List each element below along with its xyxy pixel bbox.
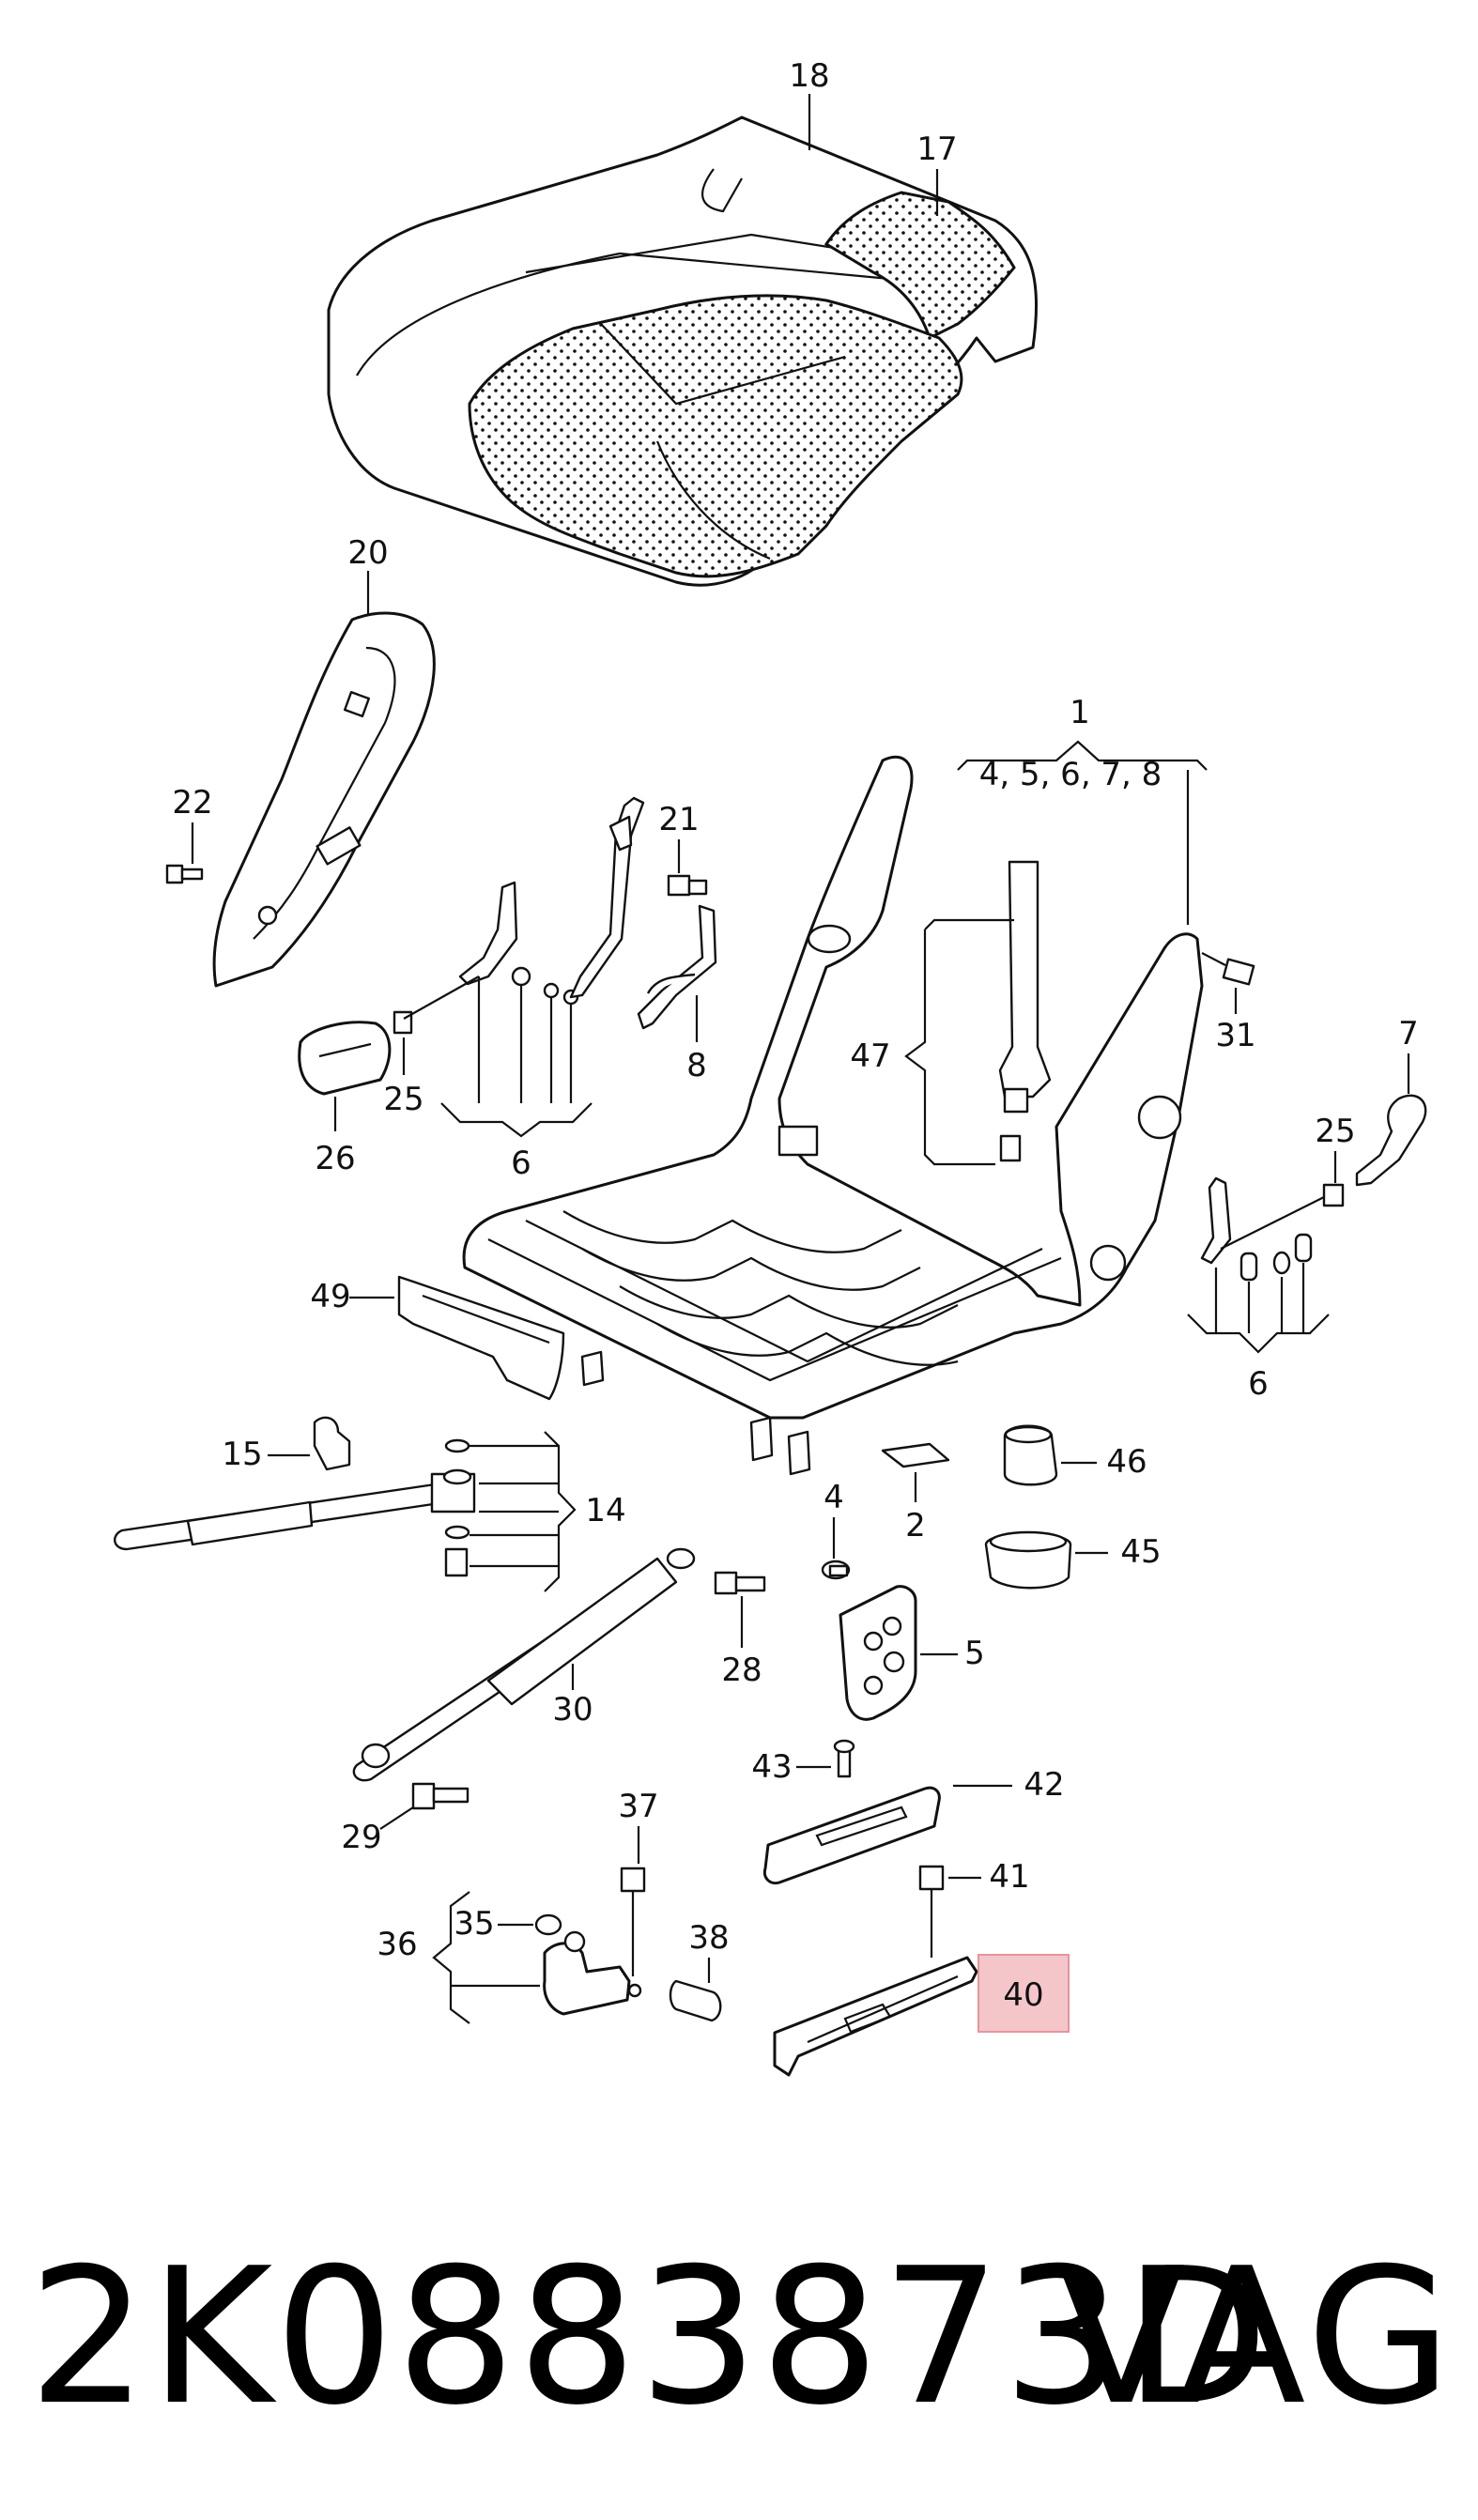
screw-part-43: [833, 1739, 855, 1778]
callout-25-left: 25: [383, 1081, 423, 1118]
callout-1-includes: 4, 5, 6, 7, 8: [979, 756, 1162, 793]
callout-43: 43: [751, 1748, 792, 1786]
callout-22: 22: [172, 784, 212, 822]
callout-36: 36: [377, 1926, 417, 1963]
seat-exploded-diagram: 18 17 20 22 26 25 6: [114, 57, 1427, 2077]
label-part-2: [881, 1442, 950, 1468]
callout-2: 2: [905, 1507, 926, 1544]
callout-5: 5: [964, 1635, 985, 1672]
handle-part-26: [298, 1021, 392, 1096]
callout-17: 17: [916, 131, 957, 168]
callout-35: 35: [454, 1905, 494, 1943]
lever-part-7: [1355, 1094, 1427, 1187]
cover-part-42: [762, 1786, 941, 1885]
callout-47: 47: [850, 1037, 890, 1075]
part-number: 2K0883873D: [28, 2228, 1271, 2447]
callout-29: 29: [341, 1819, 381, 1856]
clip-part-25-right: [1322, 1183, 1345, 1207]
callout-37: 37: [618, 1788, 658, 1825]
callout-6-right: 6: [1248, 1365, 1269, 1403]
callout-30: 30: [552, 1691, 593, 1729]
gas-strut-part-30: [352, 1547, 696, 1782]
callout-21: 21: [658, 801, 699, 838]
callout-46: 46: [1106, 1443, 1147, 1481]
bolt-part-31: [1201, 952, 1255, 986]
cover-part-49: [397, 1275, 565, 1401]
callout-49: 49: [310, 1278, 350, 1315]
callout-31: 31: [1215, 1017, 1255, 1054]
clip-part-21: [667, 874, 708, 897]
knob-part-45: [984, 1530, 1072, 1590]
callout-28: 28: [721, 1652, 762, 1689]
bolt-part-4: [821, 1560, 851, 1580]
bolt-part-37: [620, 1867, 646, 1976]
callout-1: 1: [1070, 694, 1090, 731]
bolt-part-41: [918, 1865, 945, 1958]
lever-group-part-6-left: [403, 881, 579, 1020]
side-trim-part-20: [212, 611, 436, 988]
callout-45: 45: [1120, 1533, 1161, 1571]
strap-part-8: [637, 904, 717, 1030]
clip-part-15: [313, 1416, 351, 1471]
callout-8: 8: [686, 1047, 707, 1084]
brand-name: VAG: [1056, 2228, 1455, 2447]
seat-frame-part-1: [462, 755, 1204, 1476]
callout-18: 18: [789, 57, 829, 95]
callout-40[interactable]: 40: [1003, 1976, 1043, 2014]
bolt-part-29: [411, 1782, 470, 1810]
callout-15: 15: [222, 1436, 262, 1473]
callout-41: 41: [989, 1858, 1029, 1896]
nut-part-35: [534, 1913, 562, 1936]
cap-part-46: [1003, 1424, 1058, 1486]
pin-part-38: [669, 1979, 722, 2022]
screw-part-22: [165, 864, 204, 884]
callout-20: 20: [347, 534, 388, 572]
callout-6-left: 6: [511, 1145, 531, 1182]
bracket-part-5: [839, 1585, 917, 1721]
callout-42: 42: [1024, 1766, 1064, 1804]
highlight-box-40: [978, 1954, 1070, 2033]
callout-25-right: 25: [1315, 1113, 1355, 1150]
guide-rail-part-40: [773, 1956, 978, 2077]
cable-bracket: [569, 796, 645, 999]
strap-part-47: [998, 860, 1052, 1162]
callout-7: 7: [1398, 1015, 1419, 1053]
callout-26: 26: [315, 1140, 355, 1177]
footer: 2K0883873D VAG: [28, 2235, 1455, 2441]
rod-assembly-part-14: [114, 1438, 476, 1577]
lever-group-part-6-right: [1200, 1176, 1325, 1282]
bracket-part-36: [543, 1930, 642, 2016]
callout-4: 4: [824, 1479, 844, 1516]
bolt-part-28: [714, 1571, 766, 1595]
callout-14: 14: [585, 1492, 625, 1529]
callout-38: 38: [688, 1919, 729, 1957]
seat-cushion-foam-part-17: [468, 191, 1016, 578]
